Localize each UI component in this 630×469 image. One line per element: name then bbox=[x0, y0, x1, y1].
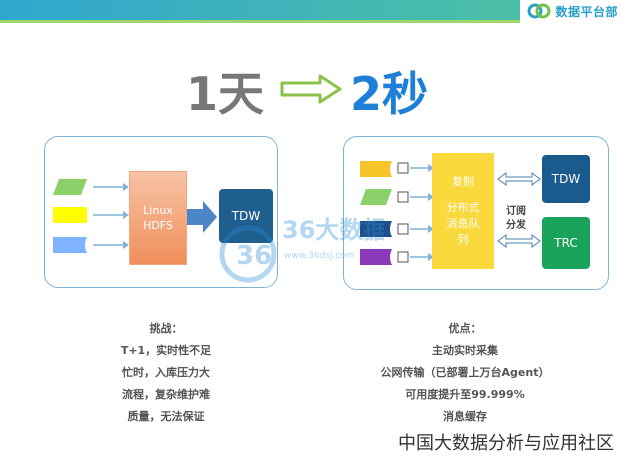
headline-right: 2秒 bbox=[350, 67, 429, 121]
agent-box bbox=[397, 223, 409, 235]
advantages-title: 优点： bbox=[448, 322, 482, 335]
subscribe-line-1: 订阅 bbox=[506, 206, 526, 217]
queue-line-4: 列 bbox=[457, 233, 469, 246]
logo-icon bbox=[527, 3, 551, 19]
queue-line-3: 消息队 bbox=[446, 217, 480, 230]
svg-text:36: 36 bbox=[236, 241, 272, 271]
queue-line-2: 分布式 bbox=[446, 201, 480, 214]
arrow-right-icon bbox=[280, 74, 342, 104]
logo-text: 数据平台部 bbox=[555, 4, 618, 19]
queue-line-1: 复制 bbox=[452, 175, 474, 188]
advantages-line: 主动实时采集 bbox=[432, 344, 498, 357]
subscribe-line-2: 分发 bbox=[506, 220, 526, 231]
message-queue-box: 复制 分布式 消息队 列 bbox=[432, 153, 494, 269]
advantages-line: 公网传输（已部署上万台Agent） bbox=[380, 366, 550, 379]
source-shape-blue bbox=[53, 237, 87, 253]
before-architecture-panel: Linux HDFS TDW bbox=[44, 136, 278, 288]
trc-box: TRC bbox=[542, 217, 590, 269]
source-shape-green bbox=[53, 179, 87, 195]
challenges-line: 质量，无法保证 bbox=[127, 410, 205, 423]
watermark-url: www.36dsj.com bbox=[284, 251, 355, 261]
advantages-caption: 优点： 主动实时采集 公网传输（已部署上万台Agent） 可用度提升至99.99… bbox=[380, 318, 550, 428]
challenges-line: 流程，复杂维护难 bbox=[122, 388, 210, 401]
source-inputs-left bbox=[53, 179, 217, 253]
tdw-box-left: TDW bbox=[219, 189, 273, 243]
source-inputs-right bbox=[360, 161, 541, 265]
challenges-line: 忙时，入库压力大 bbox=[122, 366, 210, 379]
watermark: 36 36大数据 www.36dsj.com bbox=[219, 216, 384, 283]
double-arrow-icon bbox=[497, 172, 541, 186]
agent-box bbox=[397, 191, 409, 203]
challenges-title: 挑战： bbox=[149, 322, 183, 335]
logo: 数据平台部 bbox=[527, 2, 618, 20]
footer-text: 中国大数据分析与应用社区 bbox=[398, 433, 614, 454]
linux-hdfs-box: Linux HDFS bbox=[129, 171, 187, 265]
top-bar: 数据平台部 bbox=[0, 0, 630, 24]
after-architecture-panel: 复制 分布式 消息队 列 订阅 分发 TDW TRC bbox=[343, 136, 609, 290]
challenges-line: T+1，实时性不足 bbox=[120, 344, 212, 357]
tdw-box-right: TDW bbox=[542, 155, 590, 203]
source-shape-green bbox=[360, 189, 392, 205]
challenges-caption: 挑战： T+1，实时性不足 忙时，入库压力大 流程，复杂维护难 质量，无法保证 bbox=[106, 318, 226, 428]
source-shape-yellow bbox=[53, 207, 87, 223]
hdfs-to-tdw-arrow bbox=[187, 201, 217, 233]
top-band bbox=[0, 0, 520, 20]
agent-box bbox=[397, 162, 409, 174]
hdfs-line-1: Linux bbox=[143, 204, 173, 217]
source-shape-orange bbox=[360, 161, 392, 177]
headline: 1天 2秒 bbox=[0, 58, 630, 121]
source-shape-purple bbox=[360, 249, 392, 265]
headline-left: 1天 bbox=[186, 67, 265, 121]
hdfs-line-2: HDFS bbox=[143, 219, 173, 232]
advantages-line: 消息缓存 bbox=[443, 410, 487, 423]
agent-box bbox=[397, 251, 409, 263]
source-shape-navy bbox=[360, 221, 392, 237]
watermark-text: 36大数据 bbox=[282, 216, 384, 244]
top-band-accent bbox=[0, 20, 520, 23]
subscribe-distribute-label: 订阅 分发 bbox=[506, 205, 526, 233]
advantages-line: 可用度提升至99.999% bbox=[405, 388, 525, 401]
double-arrow-icon bbox=[497, 234, 541, 248]
